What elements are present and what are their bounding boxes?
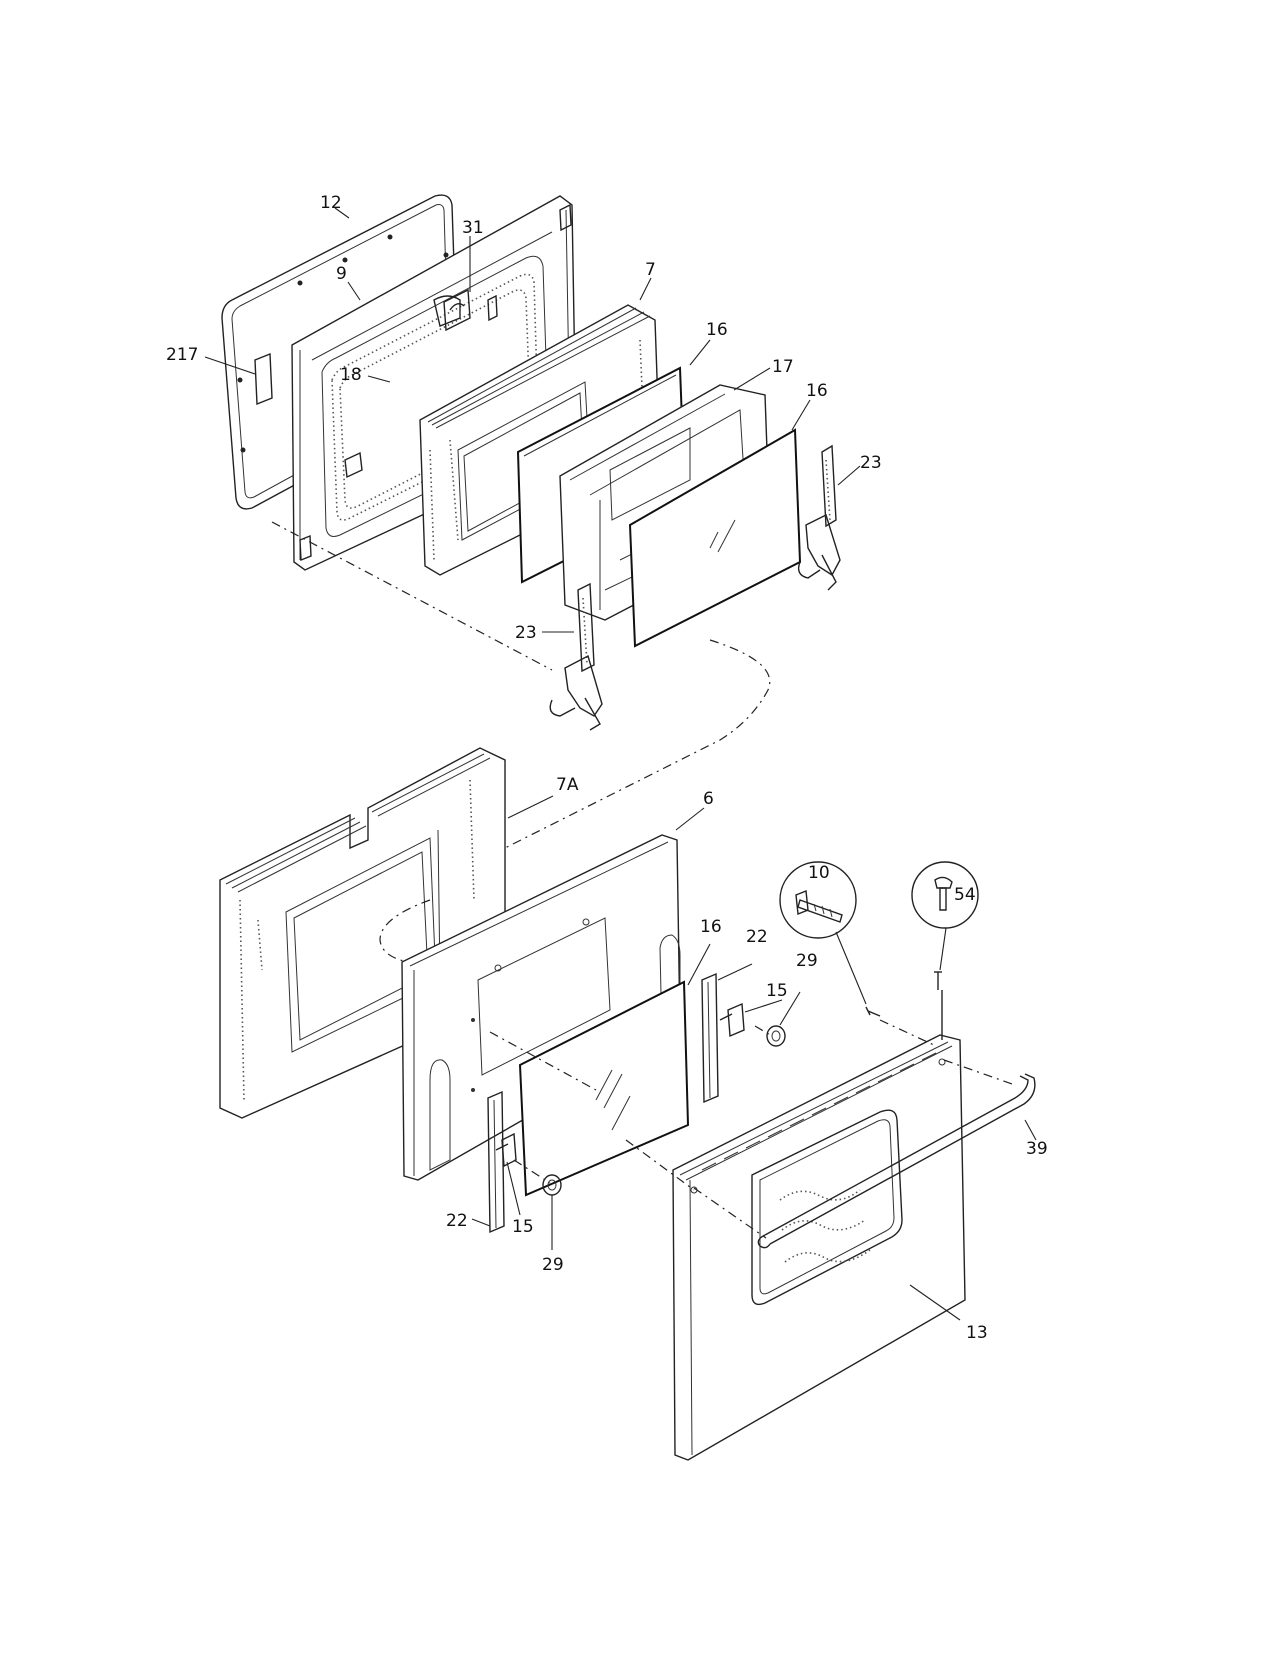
- assembly-guide-lines-lower: [489, 1019, 1016, 1239]
- callout-23-right: 23: [860, 453, 882, 473]
- screw-10-installed: [865, 1006, 881, 1017]
- callout-23-left: 23: [515, 623, 537, 643]
- part-23-hinge-left: [549, 582, 603, 731]
- leader-lines: [204, 207, 1037, 1321]
- callout-54: 54: [954, 885, 976, 905]
- part-31-bracket: [443, 288, 471, 332]
- detail-circle-10: [779, 861, 867, 1005]
- callout-22-left: 22: [446, 1211, 468, 1231]
- callout-12: 12: [320, 193, 342, 213]
- callout-7: 7: [645, 260, 656, 280]
- callout-15-right: 15: [766, 981, 788, 1001]
- callout-39: 39: [1026, 1139, 1048, 1159]
- callout-16-upper-right: 16: [806, 381, 828, 401]
- callout-29-right: 29: [796, 951, 818, 971]
- part-217-label: [254, 352, 273, 406]
- screw-54-installed: [934, 971, 943, 1040]
- part-15-clip-right: [719, 1002, 745, 1038]
- callout-9: 9: [336, 264, 347, 284]
- callout-7A: 7A: [556, 775, 579, 795]
- part-29-bumper-right: [766, 1025, 786, 1047]
- part-13-outer-door: [672, 1034, 966, 1461]
- callout-15-left: 15: [512, 1217, 534, 1237]
- callout-22-right: 22: [746, 927, 768, 947]
- callout-6: 6: [703, 789, 714, 809]
- part-39-handle: [757, 1073, 1036, 1249]
- part-22-bracket-right: [701, 972, 719, 1104]
- callout-16-lower: 16: [700, 917, 722, 937]
- callout-13: 13: [966, 1323, 988, 1343]
- callout-31: 31: [462, 218, 484, 238]
- callout-10: 10: [808, 863, 830, 883]
- part-16-glass-lower: [518, 980, 690, 1197]
- callout-16-upper-left: 16: [706, 320, 728, 340]
- callout-217: 217: [166, 345, 198, 365]
- callout-17: 17: [772, 357, 794, 377]
- part-15-clip-left: [495, 1132, 517, 1168]
- part-23-hinge-right: [797, 444, 841, 591]
- callout-29-left: 29: [542, 1255, 564, 1275]
- callout-labels: 12 31 9 7 217 18 16 17 16 23 23 7A 6 10 …: [166, 193, 1048, 1343]
- detail-circle-54: [911, 861, 979, 971]
- assembly-guide-line-7A: [379, 899, 611, 1051]
- part-22-bracket-left: [487, 1090, 505, 1234]
- callout-18: 18: [340, 365, 362, 385]
- assembly-guide-lines-upper: [271, 521, 771, 849]
